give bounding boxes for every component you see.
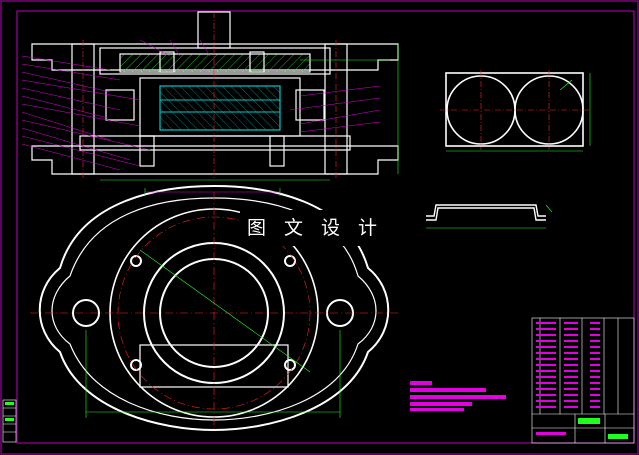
watermark-label: 图 文 设 计 (240, 210, 390, 246)
inner-frame (16, 10, 635, 444)
die-section-view (31, 11, 399, 178)
blank-centerlines (440, 70, 590, 150)
parts-list (531, 317, 635, 444)
section-leader-lines (21, 39, 381, 171)
parts-list-rows (536, 322, 600, 408)
part-profile-view (426, 204, 546, 221)
plan-dimensions (85, 188, 341, 418)
blank-dimensions (446, 73, 591, 152)
technical-notes (410, 381, 506, 411)
blank-layout-view (445, 72, 584, 147)
part-dimensions (426, 204, 553, 229)
revision-strip (2, 399, 17, 443)
title-block (532, 413, 634, 443)
plan-centerlines (30, 192, 400, 432)
section-dimensions (100, 44, 399, 181)
